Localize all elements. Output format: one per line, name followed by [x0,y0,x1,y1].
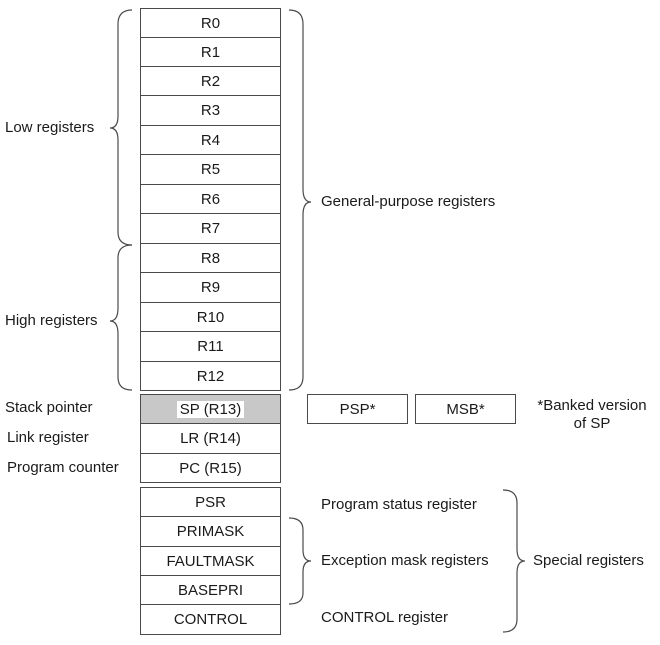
register-sp: SP (R13) [140,394,281,424]
high-registers-brace [109,244,133,391]
banked-note-line2: of SP [573,415,611,432]
register-control: CONTROL [140,604,281,635]
register-r6: R6 [140,184,281,214]
register-r9: R9 [140,272,281,303]
general-purpose-label: General-purpose registers [321,193,496,210]
program-counter-label: Program counter [7,459,119,476]
register-r0: R0 [140,8,281,38]
stack-pointer-label: Stack pointer [5,399,93,416]
exception-mask-label: Exception mask registers [321,552,489,569]
register-sp-label: SP (R13) [176,400,245,418]
register-r11: R11 [140,331,281,362]
special-registers-brace [502,489,526,633]
control-register-label: CONTROL register [321,609,448,626]
register-r2: R2 [140,66,281,96]
register-primask: PRIMASK [140,516,281,547]
register-lr: LR (R14) [140,423,281,454]
low-registers-label: Low registers [5,119,95,136]
register-r5: R5 [140,154,281,185]
high-registers-label: High registers [5,312,98,329]
register-r12: R12 [140,361,281,391]
register-psr: PSR [140,487,281,517]
program-status-label: Program status register [321,496,477,513]
general-purpose-brace [288,9,312,391]
special-registers-label: Special registers [533,552,644,569]
register-pc: PC (R15) [140,453,281,483]
register-r4: R4 [140,125,281,155]
banked-msb-box: MSB* [415,394,516,424]
banked-psp-box: PSP* [307,394,408,424]
exception-mask-brace [288,517,312,605]
banked-note: *Banked version of SP [527,397,657,433]
banked-note-line1: *Banked version [537,397,647,414]
low-registers-brace [109,9,133,246]
link-register-label: Link register [7,429,89,446]
